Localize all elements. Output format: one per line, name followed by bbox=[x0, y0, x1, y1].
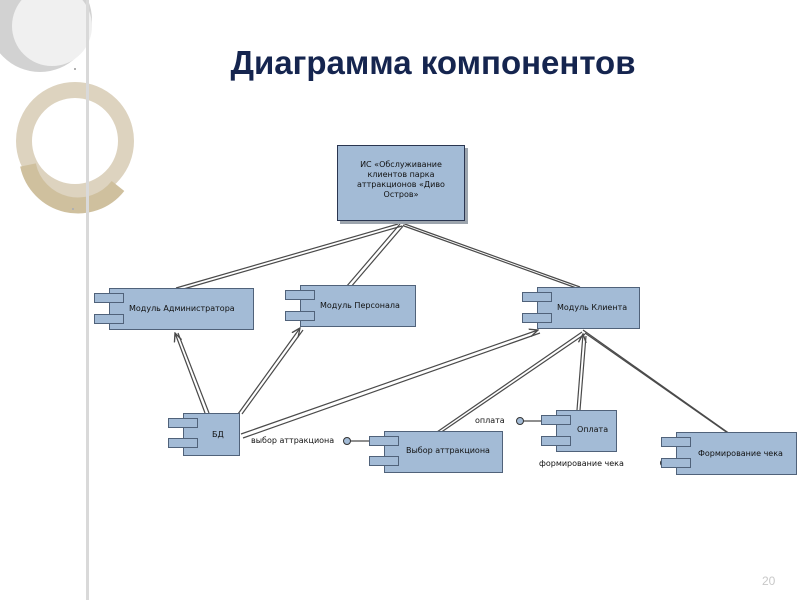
client-module-label: Модуль Клиента bbox=[557, 303, 628, 312]
staff-module-tab-top bbox=[285, 290, 315, 300]
system-line-2: клиентов парка bbox=[367, 170, 435, 179]
arrow-db-to-admin bbox=[175, 333, 206, 414]
page-number: 20 bbox=[762, 574, 776, 588]
db-label: БД bbox=[212, 430, 224, 439]
receipt-component: Формирование чека bbox=[676, 432, 797, 475]
admin-module-label: Модуль Администратора bbox=[129, 304, 235, 313]
payment-tab-bottom bbox=[541, 436, 571, 446]
arrow-db-to-admin-2 bbox=[177, 332, 210, 414]
iface-receipt-label: формирование чека bbox=[539, 459, 624, 468]
admin-module-component: Модуль Администратора bbox=[109, 288, 254, 330]
deco-dot-1 bbox=[74, 68, 76, 70]
receipt-tab-bottom bbox=[661, 458, 691, 468]
connector-client-receipt bbox=[582, 329, 731, 435]
connector-client-receipt-2 bbox=[584, 332, 733, 437]
system-line-3: аттракционов «Диво bbox=[357, 180, 445, 189]
db-tab-top bbox=[168, 418, 198, 428]
client-module-tab-top bbox=[522, 292, 552, 302]
ride-selection-tab-bottom bbox=[369, 456, 399, 466]
system-line-1: ИС «Обслуживание bbox=[360, 160, 442, 169]
connector-client-ride bbox=[436, 331, 583, 433]
payment-tab-top bbox=[541, 415, 571, 425]
connector-client-ride-2 bbox=[439, 333, 586, 434]
arrow-db-to-staff bbox=[237, 328, 300, 415]
system-component-text: ИС «Обслуживание клиентов парка аттракци… bbox=[338, 160, 464, 200]
system-component: ИС «Обслуживание клиентов парка аттракци… bbox=[337, 145, 465, 221]
connector-system-client-2 bbox=[403, 225, 583, 291]
deco-ring-beige bbox=[16, 82, 134, 200]
deco-vertical-bar bbox=[86, 0, 89, 600]
slide-title: Диаграмма компонентов bbox=[230, 44, 636, 81]
iface-ride-selection-label: выбор аттракциона bbox=[251, 436, 335, 445]
client-module-component: Модуль Клиента bbox=[537, 287, 640, 329]
ride-selection-label: Выбор аттракциона bbox=[406, 446, 490, 455]
db-tab-bottom bbox=[168, 438, 198, 448]
admin-module-tab-bottom bbox=[94, 314, 124, 324]
arrow-db-to-client bbox=[240, 330, 538, 435]
connector-system-admin-2 bbox=[179, 225, 403, 291]
iface-payment-icon bbox=[516, 417, 524, 425]
deco-circle-top-inner bbox=[12, 0, 92, 66]
ride-selection-component: Выбор аттракциона bbox=[384, 431, 503, 473]
connector-system-client bbox=[401, 222, 581, 288]
arrow-payment-to-client bbox=[576, 334, 583, 411]
arrow-payment-to-client-2 bbox=[579, 335, 587, 411]
deco-ring-beige-arc bbox=[20, 163, 125, 214]
arrow-db-to-staff-2 bbox=[241, 329, 304, 415]
staff-module-tab-bottom bbox=[285, 311, 315, 321]
receipt-label: Формирование чека bbox=[698, 449, 783, 458]
ride-selection-tab-top bbox=[369, 436, 399, 446]
staff-module-label: Модуль Персонала bbox=[320, 301, 400, 310]
client-module-tab-bottom bbox=[522, 313, 552, 323]
system-line-4: Остров» bbox=[383, 190, 419, 199]
deco-dot-2 bbox=[72, 208, 74, 210]
iface-payment-label: оплата bbox=[475, 416, 505, 425]
payment-label: Оплата bbox=[577, 425, 609, 434]
connector-system-staff bbox=[345, 223, 401, 288]
connector-system-staff-2 bbox=[349, 224, 405, 289]
connector-system-admin bbox=[175, 223, 399, 289]
arrow-db-to-client-2 bbox=[242, 332, 541, 439]
admin-module-tab-top bbox=[94, 293, 124, 303]
staff-module-component: Модуль Персонала bbox=[300, 285, 416, 327]
receipt-tab-top bbox=[661, 437, 691, 447]
iface-ride-selection-icon bbox=[343, 437, 351, 445]
